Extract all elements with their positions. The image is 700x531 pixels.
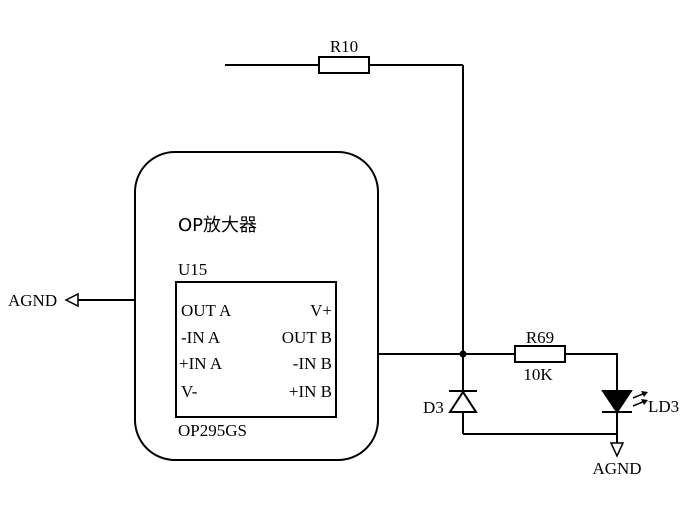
- pin-in-plus-b: +IN B: [289, 382, 332, 401]
- ld3-label: LD3: [648, 397, 679, 416]
- r69-value: 10K: [523, 365, 553, 384]
- agnd-bottom-label: AGND: [592, 459, 641, 478]
- pin-v-minus: V-: [181, 382, 198, 401]
- light-emission-icon: [632, 391, 648, 407]
- pin-in-plus-a: +IN A: [179, 354, 223, 373]
- r10-label: R10: [330, 37, 358, 56]
- pin-in-minus-a: -IN A: [181, 328, 221, 347]
- pin-in-minus-b: -IN B: [293, 354, 332, 373]
- pin-out-a: OUT A: [181, 301, 232, 320]
- chip-ref-label: U15: [178, 260, 207, 279]
- module-title: OP放大器: [178, 215, 257, 236]
- ground-arrow-left-icon: [64, 292, 79, 308]
- pin-out-b: OUT B: [282, 328, 332, 347]
- resistor-r69: [514, 345, 566, 363]
- wire-r69-to-led: [565, 353, 618, 390]
- op-amp-chip-u15: [175, 281, 337, 418]
- agnd-left-label: AGND: [8, 291, 57, 310]
- ground-arrow-bottom-icon: [609, 442, 625, 458]
- resistor-r10: [318, 56, 370, 74]
- chip-part-label: OP295GS: [178, 421, 247, 440]
- diode-d3: [448, 390, 478, 413]
- d3-label: D3: [423, 398, 444, 417]
- led-ld3: [601, 390, 633, 414]
- pin-v-plus: V+: [310, 301, 332, 320]
- op-amp-module-outline: [134, 151, 379, 461]
- r69-label: R69: [526, 328, 554, 347]
